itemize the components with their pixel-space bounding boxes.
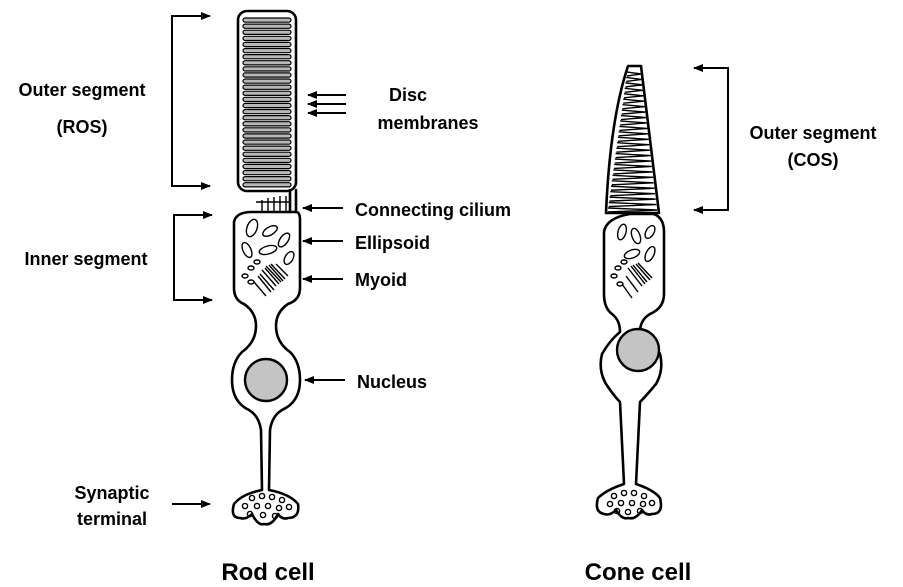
rod-cell-title: Rod cell: [221, 559, 314, 586]
rod-disc: [243, 24, 291, 28]
rod-disc: [243, 110, 291, 114]
ellipsoid-label: Ellipsoid: [355, 233, 430, 253]
cone-disc: [618, 137, 649, 141]
cone-disc: [619, 126, 647, 130]
cone-outer-bracket: [694, 68, 728, 210]
cone-disc: [620, 121, 647, 125]
cos-label: (COS): [788, 150, 839, 170]
cone-disc: [625, 88, 643, 92]
rod-disc: [243, 42, 291, 46]
cone-disc: [623, 99, 644, 103]
cone-disc: [622, 110, 646, 114]
rod-cilium-comb: [256, 196, 290, 212]
cone-synaptic-vesicles: [607, 490, 654, 514]
cone-ellipsoid-organelles: [616, 223, 657, 263]
ros-label: (ROS): [57, 117, 108, 137]
rod-disc: [243, 30, 291, 34]
myoid-label: Myoid: [355, 270, 407, 290]
rod-disc: [243, 177, 291, 181]
cone-disc: [614, 164, 652, 168]
cone-nucleus: [617, 329, 659, 371]
cone-disc: [624, 94, 644, 98]
cone-disc: [610, 197, 656, 201]
cone-disc: [611, 186, 654, 190]
cone-disc: [610, 192, 655, 196]
terminal-label: terminal: [77, 509, 147, 529]
cone-disc: [612, 181, 654, 185]
rod-disc: [243, 85, 291, 89]
inner-segment-label: Inner segment: [24, 249, 147, 269]
cone-outer-segment: [606, 66, 659, 213]
cone-myoid-striations: [611, 260, 652, 298]
cone-disc: [613, 175, 654, 179]
rod-disc: [243, 140, 291, 144]
rod-outer-bracket: [172, 16, 210, 186]
rod-disc: [243, 49, 291, 53]
rod-disc: [243, 36, 291, 40]
rod-disc: [243, 171, 291, 175]
rod-disc: [243, 79, 291, 83]
rod-disc: [243, 128, 291, 132]
rod-disc: [243, 55, 291, 59]
rod-connecting-cilium: [290, 190, 296, 212]
rod-disc: [243, 73, 291, 77]
rod-disc: [243, 91, 291, 95]
rod-disc: [243, 103, 291, 107]
membranes-label: membranes: [377, 113, 478, 133]
outer-segment-rod-label: Outer segment: [18, 80, 145, 100]
rod-disc: [243, 18, 291, 22]
rod-ellipsoid-organelles: [240, 218, 296, 266]
cone-disc: [613, 170, 652, 174]
cone-disc: [615, 159, 651, 163]
rod-disc: [243, 122, 291, 126]
rod-myoid-striations: [242, 260, 288, 296]
synaptic-label: Synaptic: [74, 483, 149, 503]
nucleus-label: Nucleus: [357, 372, 427, 392]
disc-label: Disc: [389, 85, 427, 105]
rod-disc: [243, 61, 291, 65]
cone-cell-title: Cone cell: [585, 559, 692, 586]
cone-disc: [621, 116, 646, 120]
rod-disc: [243, 152, 291, 156]
cone-disc: [622, 105, 644, 109]
rod-disc: [243, 134, 291, 138]
disc-membranes-arrows: [308, 95, 346, 113]
outer-segment-cone-label: Outer segment: [749, 123, 876, 143]
cone-disc: [616, 154, 651, 158]
rod-disc-stack: [243, 18, 291, 187]
rod-cell: [232, 11, 300, 524]
rod-disc: [243, 67, 291, 71]
cone-disc: [619, 132, 648, 136]
rod-disc: [243, 158, 291, 162]
cone-disc: [626, 77, 641, 81]
cone-disc: [609, 203, 657, 207]
rod-disc: [243, 116, 291, 120]
cone-disc: [616, 148, 650, 152]
rod-disc: [243, 146, 291, 150]
rod-disc: [243, 164, 291, 168]
cone-disc: [625, 83, 642, 87]
connecting-cilium-label: Connecting cilium: [355, 200, 511, 220]
rod-disc: [243, 183, 291, 187]
cone-cell: [597, 66, 664, 518]
rod-disc: [243, 97, 291, 101]
cone-disc: [617, 143, 649, 147]
cone-disc: [608, 208, 657, 212]
rod-nucleus: [245, 359, 287, 401]
cone-disc: [627, 72, 641, 76]
rod-inner-bracket: [174, 215, 212, 300]
